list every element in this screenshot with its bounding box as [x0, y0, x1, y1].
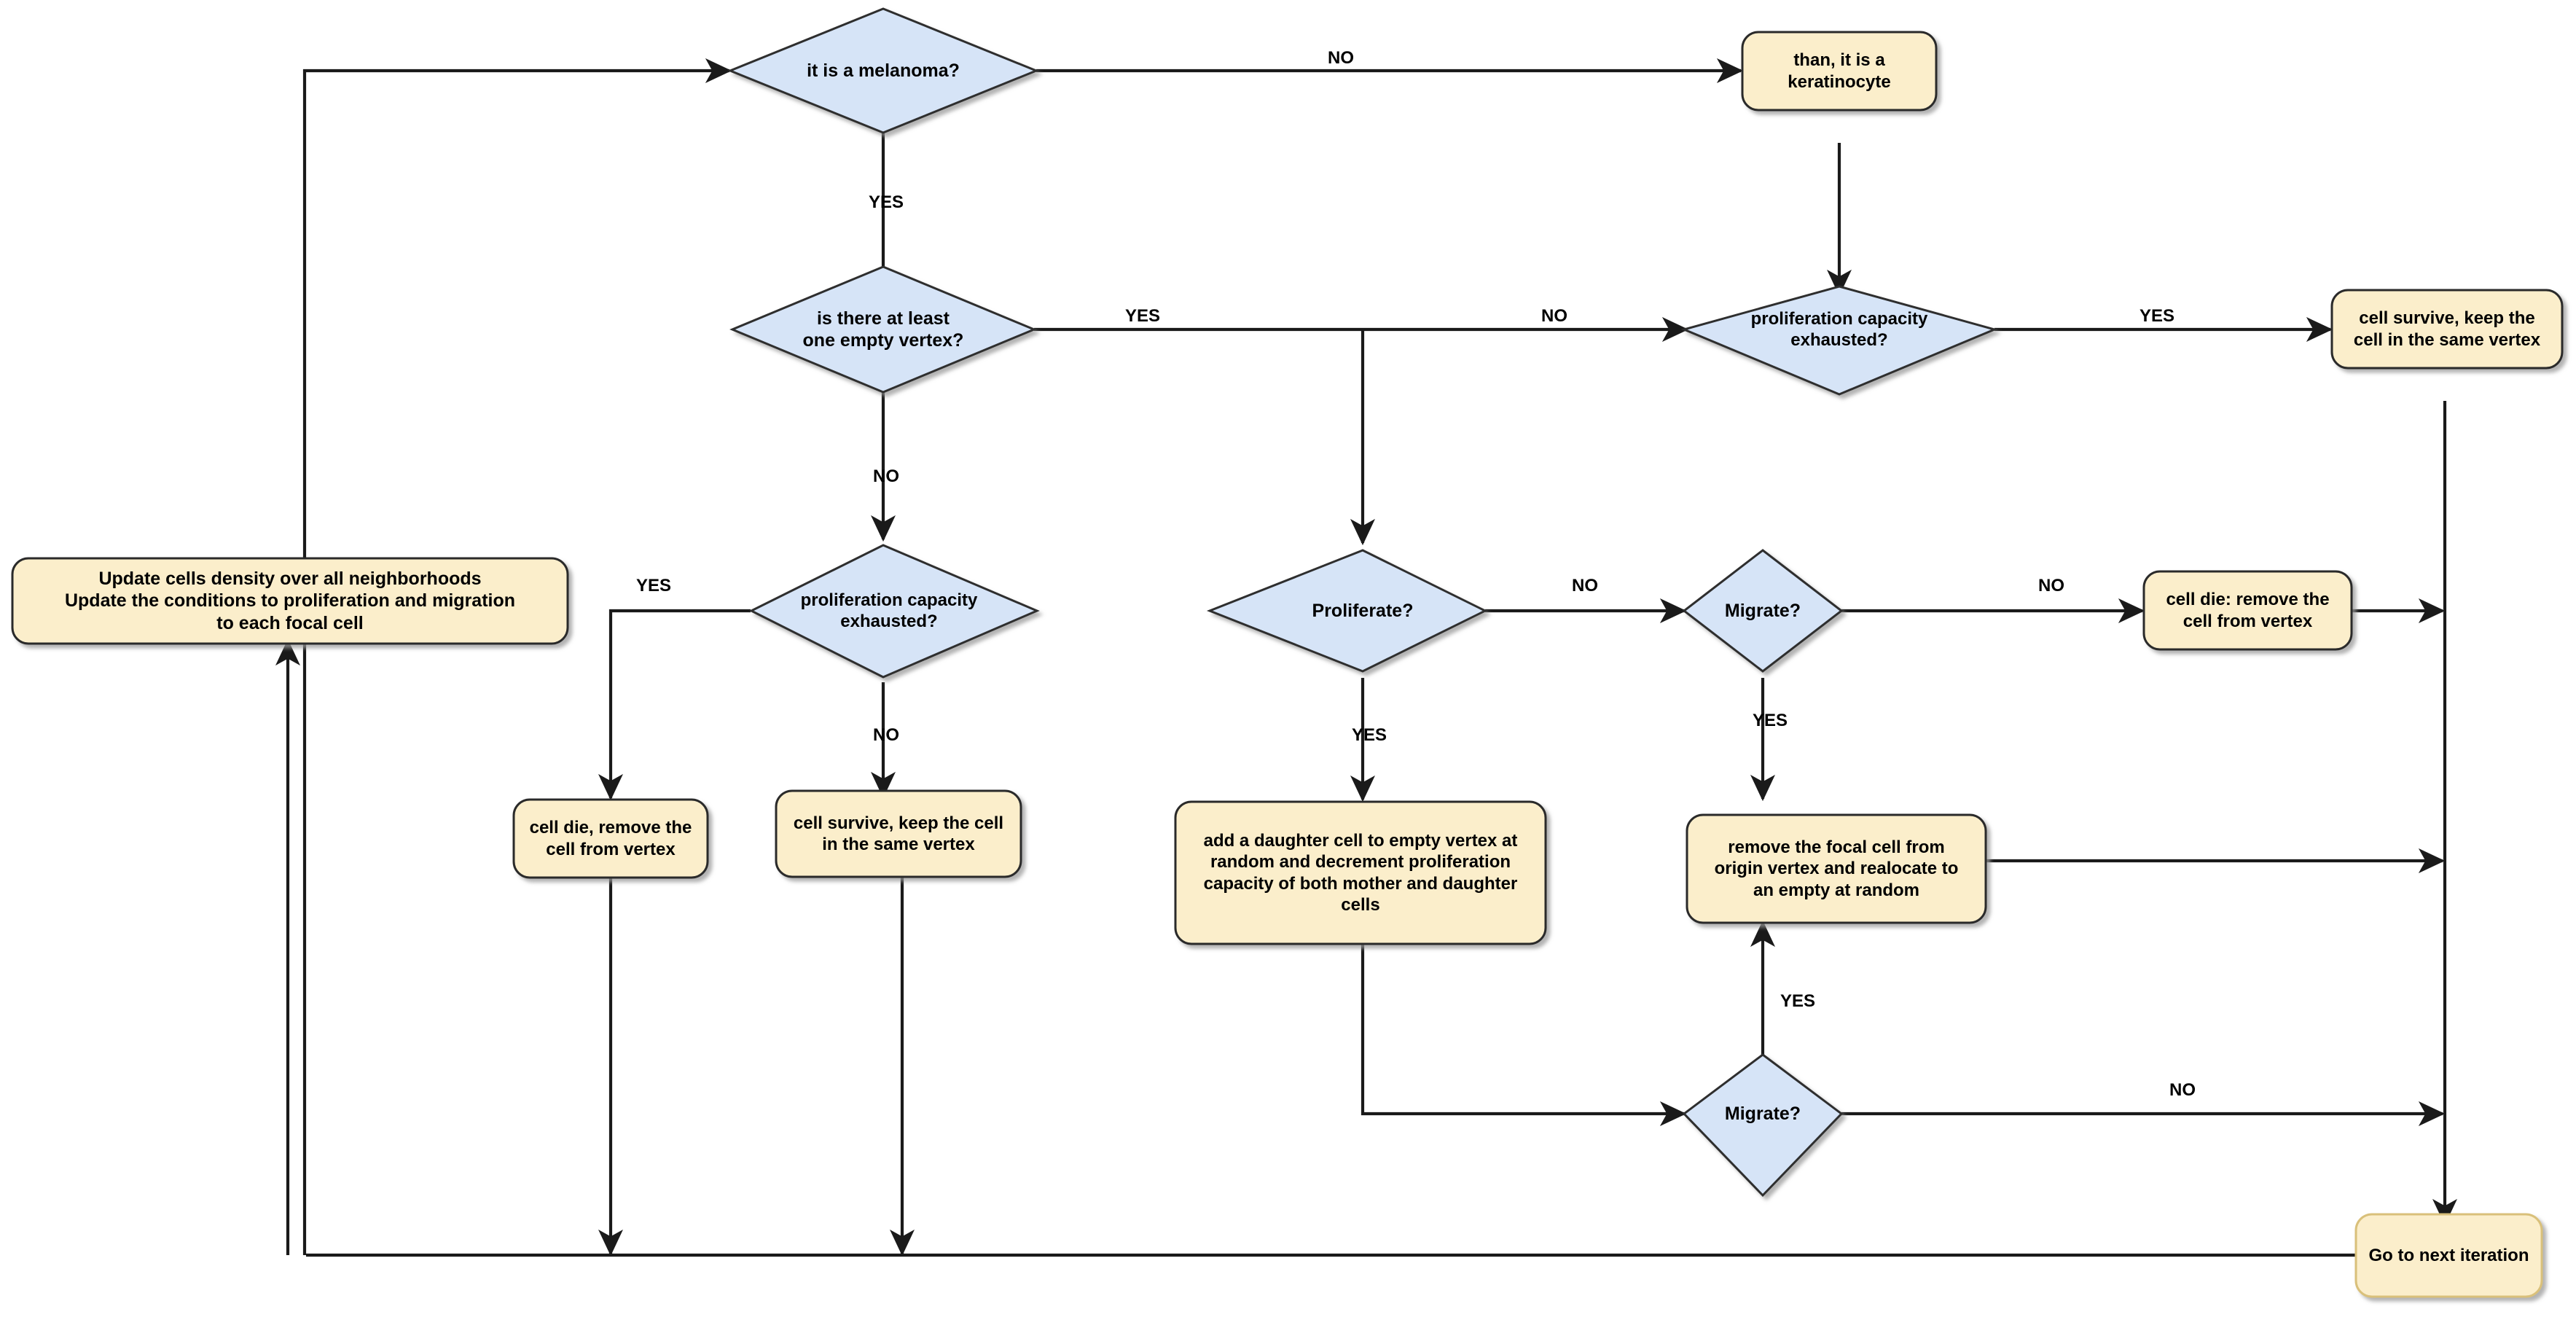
edge-label-proliferate-yes: YES [1352, 725, 1387, 745]
edge-label-prolif-left-no: NO [873, 725, 899, 745]
node-shape-update-density [11, 557, 569, 645]
node-shape-next-iteration [2354, 1213, 2543, 1298]
node-shape-migrate-mid [1682, 549, 1844, 673]
node-shape-migrate-bottom [1682, 1053, 1844, 1198]
node-shape-cell-die-remove [2142, 570, 2353, 651]
node-shape-proliferate [1206, 549, 1488, 673]
node-shape-is-melanoma [727, 7, 1039, 134]
node-shape-cell-survive-left [775, 789, 1022, 878]
edge-label-melanoma-no: NO [1328, 48, 1354, 68]
edge-label-proliferate-no: NO [1572, 576, 1598, 595]
node-shape-cell-survive-right [2330, 289, 2564, 370]
node-shape-empty-vertex [729, 265, 1037, 394]
node-shape-prolif-exhausted-top [1680, 285, 1998, 396]
edge-label-prolif-left-yes: YES [635, 576, 672, 595]
edge-label-migrate-mid-no: NO [2038, 576, 2064, 595]
edge-label-migrate-bottom-no: NO [2169, 1080, 2196, 1100]
edge-label-prolif-top-yes: YES [2139, 306, 2175, 326]
node-shape-add-daughter [1174, 800, 1547, 945]
node-shape-cell-die-left [512, 798, 709, 879]
edge-label-migrate-mid-yes: YES [1753, 711, 1788, 730]
edge-label-empty-no-down: NO [873, 466, 899, 486]
node-shape-relocate-focal [1686, 813, 1987, 924]
edge-label-empty-yes: YES [1124, 306, 1161, 326]
edge-label-empty-no-right: NO [1541, 306, 1567, 326]
node-shape-than-keratinocyte [1741, 31, 1938, 112]
edge-label-melanoma-yes: YES [869, 192, 904, 212]
node-shape-prolif-exhausted-left [748, 544, 1040, 679]
edge-label-migrate-bottom-yes: YES [1780, 991, 1816, 1011]
